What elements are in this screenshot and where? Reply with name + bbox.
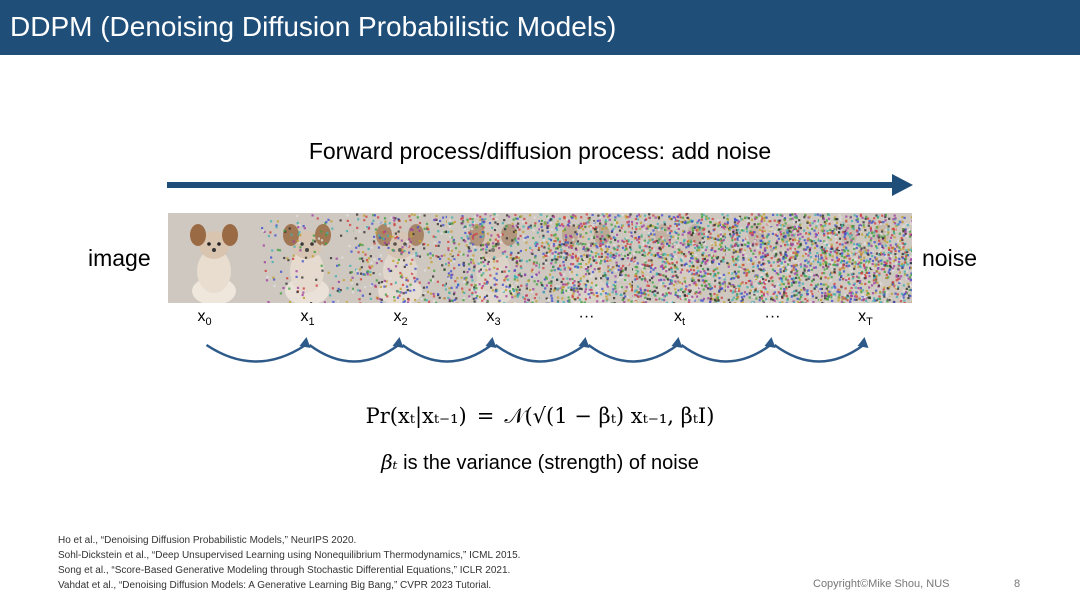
forward-arrow-head — [892, 174, 913, 196]
formula-equals: = — [476, 404, 495, 428]
transition-arrow — [494, 343, 586, 363]
transition-formula: Pr(xₜ|xₜ₋₁) = 𝒩(√(1 − βₜ) xₜ₋₁, βₜI) — [0, 404, 1080, 429]
image-label: image — [88, 245, 151, 271]
transition-arrow-head — [578, 337, 590, 348]
variance-text: is the variance (strength) of noise — [397, 452, 699, 474]
transition-arrow-head — [485, 337, 497, 348]
step-label-subscript: 2 — [401, 316, 408, 329]
step-label: x1 — [278, 308, 338, 328]
step-label-base: ··· — [764, 308, 781, 325]
step-label-subscript: 1 — [308, 316, 315, 329]
step-label-base: x — [673, 308, 682, 325]
reference-item: Vahdat et al., “Denoising Diffusion Mode… — [58, 580, 492, 591]
step-label: ··· — [557, 308, 617, 326]
diffusion-step-image — [447, 213, 540, 303]
step-label: xt — [650, 308, 710, 328]
step-label-subscript: t — [681, 316, 686, 329]
step-label-base: x — [393, 308, 402, 325]
diffusion-step-image — [354, 213, 447, 303]
step-label: x3 — [464, 308, 524, 328]
noise-label: noise — [922, 245, 977, 271]
reference-item: Ho et al., “Denoising Diffusion Probabil… — [58, 535, 357, 546]
transition-arrow-head — [392, 337, 404, 348]
variance-note: βₜ is the variance (strength) of noise — [0, 450, 1080, 475]
transition-arrow-head — [857, 337, 869, 348]
transition-arrow-head — [764, 337, 776, 348]
step-label-base: ··· — [578, 308, 595, 325]
step-label-base: x — [858, 308, 867, 325]
diffusion-step-image — [819, 213, 912, 303]
diffusion-step-image — [540, 213, 633, 303]
step-label-subscript: 3 — [494, 316, 501, 329]
diffusion-step-image — [168, 213, 261, 303]
references: Ho et al., “Denoising Diffusion Probabil… — [58, 533, 520, 593]
transition-arrow-head — [299, 337, 311, 348]
beta-symbol: βₜ — [381, 450, 398, 474]
transition-arrow — [205, 343, 307, 363]
step-label: x0 — [175, 308, 235, 328]
reference-item: Song et al., “Score-Based Generative Mod… — [58, 565, 511, 576]
formula-lhs: Pr(xₜ|xₜ₋₁) — [365, 404, 467, 428]
diffusion-step-image — [261, 213, 354, 303]
title-bar: DDPM (Denoising Diffusion Probabilistic … — [0, 0, 1080, 55]
page-number: 8 — [1014, 578, 1021, 590]
step-label-base: x — [486, 308, 495, 325]
transition-arrow — [587, 343, 679, 363]
transition-arrow — [401, 343, 493, 363]
process-title: Forward process/diffusion process: add n… — [308, 138, 772, 164]
transition-arrow — [680, 343, 772, 363]
reference-item: Sohl-Dickstein et al., “Deep Unsupervise… — [58, 550, 521, 561]
step-label: x2 — [371, 308, 431, 328]
copyright: Copyright©Mike Shou, NUS — [813, 578, 950, 590]
step-label-base: x — [197, 308, 206, 325]
step-label-base: x — [300, 308, 309, 325]
transition-arrow — [308, 343, 400, 363]
transition-arrow — [773, 343, 865, 363]
step-label-subscript: 0 — [205, 316, 212, 329]
diffusion-step-image — [633, 213, 726, 303]
diffusion-step-image — [726, 213, 819, 303]
transition-arrow-head — [671, 337, 683, 348]
formula-rhs: 𝒩(√(1 − βₜ) xₜ₋₁, βₜI) — [504, 404, 715, 428]
step-label: xT — [836, 308, 896, 328]
step-label: ··· — [743, 308, 803, 326]
step-label-subscript: T — [866, 316, 873, 329]
slide-title: DDPM (Denoising Diffusion Probabilistic … — [10, 11, 617, 42]
